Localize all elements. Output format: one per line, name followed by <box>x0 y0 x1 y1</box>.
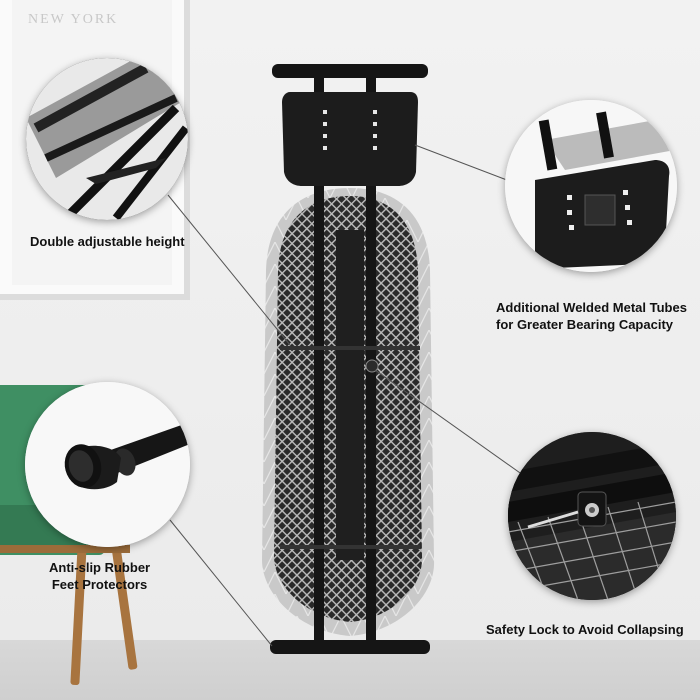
rubber-feet-detail <box>25 382 190 547</box>
iron-rest-icon <box>505 100 677 272</box>
feet-caption-line2: Feet Protectors <box>51 577 148 592</box>
lock-caption: Safety Lock to Avoid Collapsing <box>486 622 684 637</box>
safety-lock-detail <box>508 432 676 600</box>
height-adjustment-detail <box>26 58 188 220</box>
tubes-caption-line2: for Greater Bearing Capacity <box>496 317 674 332</box>
rubber-foot-icon <box>25 382 190 547</box>
feet-caption-line1: Anti-slip Rubber <box>49 560 151 575</box>
height-mechanism-icon <box>26 58 188 220</box>
wall-art-text: NEW YORK <box>28 12 119 27</box>
chair-rail <box>0 545 130 553</box>
tubes-caption-line1: Additional Welded Metal Tubes <box>496 300 687 315</box>
feet-caption: Anti-slip Rubber Feet Protectors <box>49 559 150 593</box>
height-caption: Double adjustable height <box>30 234 185 249</box>
welded-tubes-detail <box>505 100 677 272</box>
tubes-caption: Additional Welded Metal Tubes for Greate… <box>496 299 687 333</box>
safety-lock-icon <box>508 432 676 600</box>
